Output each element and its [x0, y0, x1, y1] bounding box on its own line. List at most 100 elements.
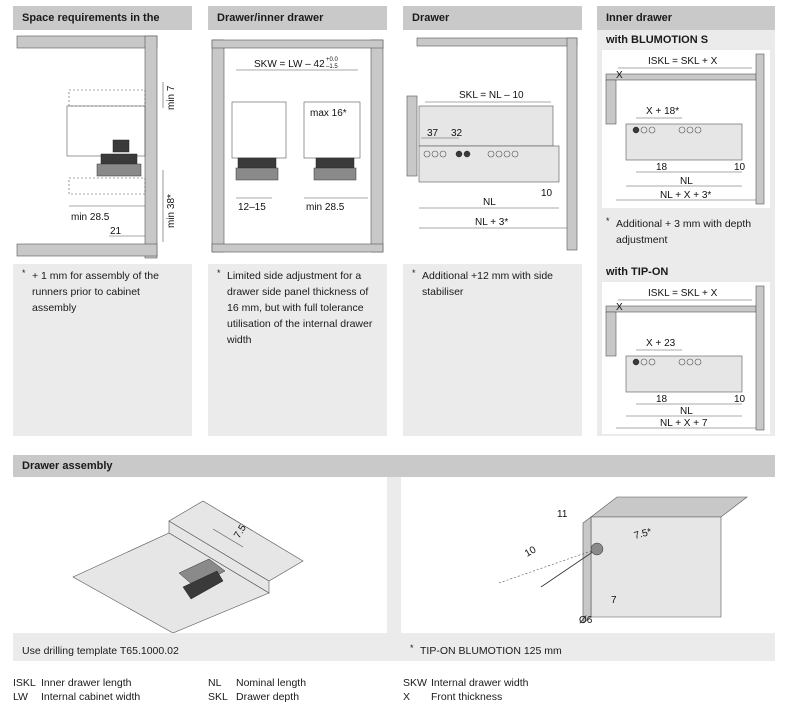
- dim-75: 7.5*: [633, 527, 653, 542]
- drill-shaft: [540, 548, 598, 588]
- legend-item: ISKL Inner drawer length: [13, 676, 140, 690]
- tipon-drawing: ISKL = SKL + X X X + 23 18 10 NL NL + X …: [602, 282, 770, 434]
- drill-hole: [590, 542, 604, 556]
- dim-x23: X + 23: [646, 338, 676, 349]
- front-panel: [406, 95, 418, 177]
- front-panel: [605, 79, 617, 125]
- back-panel: [755, 285, 765, 431]
- top-panel: [16, 35, 158, 49]
- assembly-right-drawing: 11 10 7.5* 7 Ø6: [401, 477, 775, 633]
- top-panel: [605, 305, 757, 313]
- legend-col-3: SKW Internal drawer width X Front thicknes…: [403, 676, 528, 704]
- dim-d6: Ø6: [579, 615, 593, 626]
- panel-title: Drawer: [403, 6, 582, 30]
- top-panel: [211, 39, 384, 49]
- runner-right-body: [313, 167, 357, 181]
- space-requirements-drawing: min 7 min 38* min 28.5 21: [13, 30, 192, 264]
- blumotion-note: * Additional + 3 mm with depth adjustmen…: [606, 216, 771, 248]
- dim-min38: min 38*: [166, 194, 177, 228]
- runner-body: [96, 163, 142, 177]
- panel-title: Space requirements in the cabinet: [13, 6, 192, 48]
- dim-tol-minus: –1.5: [326, 64, 338, 70]
- legend-text: Drawer depth: [236, 691, 300, 703]
- dim-x18: X + 18*: [646, 106, 679, 117]
- drawer-inner-svg: SKW = LW – 42 +0.0 –1.5 max 16* 12–15 mi…: [211, 39, 384, 253]
- legend-abbr: ISKL: [13, 677, 36, 689]
- legend-text: Internal cabinet width: [41, 691, 141, 703]
- bottom-panel: [16, 243, 158, 257]
- blumotion-heading: with BLUMOTION S: [606, 34, 709, 46]
- back-panel: [755, 53, 765, 205]
- dim-iskl: ISKL = SKL + X: [648, 288, 718, 299]
- drawer-outline-lower: [68, 177, 146, 195]
- panel-top-edge: [590, 496, 748, 518]
- drawer-left-box: [231, 101, 287, 159]
- dim-nlx3: NL + X + 3*: [660, 190, 711, 201]
- panel-side-edge: [582, 516, 592, 624]
- panel-title: Inner drawer: [597, 6, 775, 30]
- tipon-heading: with TIP-ON: [606, 266, 669, 278]
- panel-title: Drawer assembly: [13, 455, 775, 477]
- dim-min285: min 28.5: [306, 202, 345, 213]
- dim-nl3: NL + 3*: [475, 217, 508, 228]
- dim-iskl: ISKL = SKL + X: [648, 56, 718, 67]
- dim-x: X: [616, 70, 623, 81]
- drawer-side: [418, 105, 554, 147]
- panel-space-requirements: Space requirements in the cabinet min 7 …: [13, 6, 192, 436]
- legend-text: Front thickness: [431, 691, 503, 703]
- dim-max16: max 16*: [310, 108, 347, 119]
- panel-drawer: Drawer SKL = NL – 10 37 32 10 NL: [403, 6, 582, 436]
- runner-clip-lever: [182, 570, 224, 600]
- dim-7: 7: [611, 595, 617, 606]
- runner-clip-body: [178, 558, 226, 588]
- panel-drawer-assembly: Drawer assembly 7.5 Use drilling templat…: [13, 455, 775, 661]
- dim-37: 37: [427, 128, 439, 139]
- dim-line: [222, 512, 254, 532]
- drawer-inner-drawing: SKW = LW – 42 +0.0 –1.5 max 16* 12–15 mi…: [208, 30, 387, 264]
- dim-nlx7: NL + X + 7: [660, 418, 708, 429]
- panel-title: Drawer/inner drawer: [208, 6, 387, 30]
- assembly-right-note: * TIP-ON BLUMOTION 125 mm: [410, 643, 710, 659]
- tipon-svg: ISKL = SKL + X X X + 23 18 10 NL NL + X …: [605, 285, 765, 431]
- space-requirements-svg: min 7 min 38* min 28.5 21: [16, 35, 177, 259]
- dim-10: 10: [734, 162, 746, 173]
- dim-21: 21: [110, 226, 122, 237]
- runner-left-body: [235, 167, 279, 181]
- axis-line: [498, 548, 598, 584]
- legend-abbr: NL: [208, 677, 222, 689]
- dim-12-15: 12–15: [238, 202, 266, 213]
- panel-inner-drawer: Inner drawer with BLUMOTION S ISKL = SKL…: [597, 6, 775, 436]
- drawer-drawing: SKL = NL – 10 37 32 10 NL NL + 3*: [403, 30, 582, 264]
- dim-11: 11: [557, 509, 568, 520]
- dim-tol-plus: +0.0: [326, 57, 339, 63]
- legend-abbr: X: [403, 691, 411, 703]
- dim-skl: SKL = NL – 10: [459, 90, 524, 101]
- dim-32: 32: [451, 128, 463, 139]
- assembly-left-svg: 7.5: [72, 500, 304, 633]
- back-panel: [566, 37, 578, 251]
- dim-nl: NL: [680, 406, 693, 417]
- runner-right: [315, 157, 355, 169]
- top-panel: [416, 37, 578, 47]
- right-panel: [370, 39, 384, 253]
- legend-text: Internal drawer width: [431, 677, 529, 689]
- dim-nl: NL: [680, 176, 693, 187]
- panel-drawer-inner-drawer: Drawer/inner drawer SKW = LW – 42 +0.0 –…: [208, 6, 387, 436]
- front-panel: [605, 311, 617, 357]
- top-panel: [605, 73, 757, 81]
- space-note-text: + 1 mm for assembly of the runners prior…: [32, 270, 159, 314]
- runner-left: [237, 157, 277, 169]
- cabinet-top: [168, 500, 304, 582]
- drawer-inner-note-text: Limited side adjustment for a drawer sid…: [227, 270, 373, 346]
- drawer-inner-note: * Limited side adjustment for a drawer s…: [217, 268, 382, 348]
- legend-abbr: SKW: [403, 677, 427, 689]
- legend-text: Inner drawer length: [41, 677, 132, 689]
- side-panel: [144, 35, 158, 259]
- dim-nl: NL: [483, 197, 496, 208]
- assembly-right-svg: 11 10 7.5* 7 Ø6: [498, 496, 748, 626]
- dim-18: 18: [656, 394, 668, 405]
